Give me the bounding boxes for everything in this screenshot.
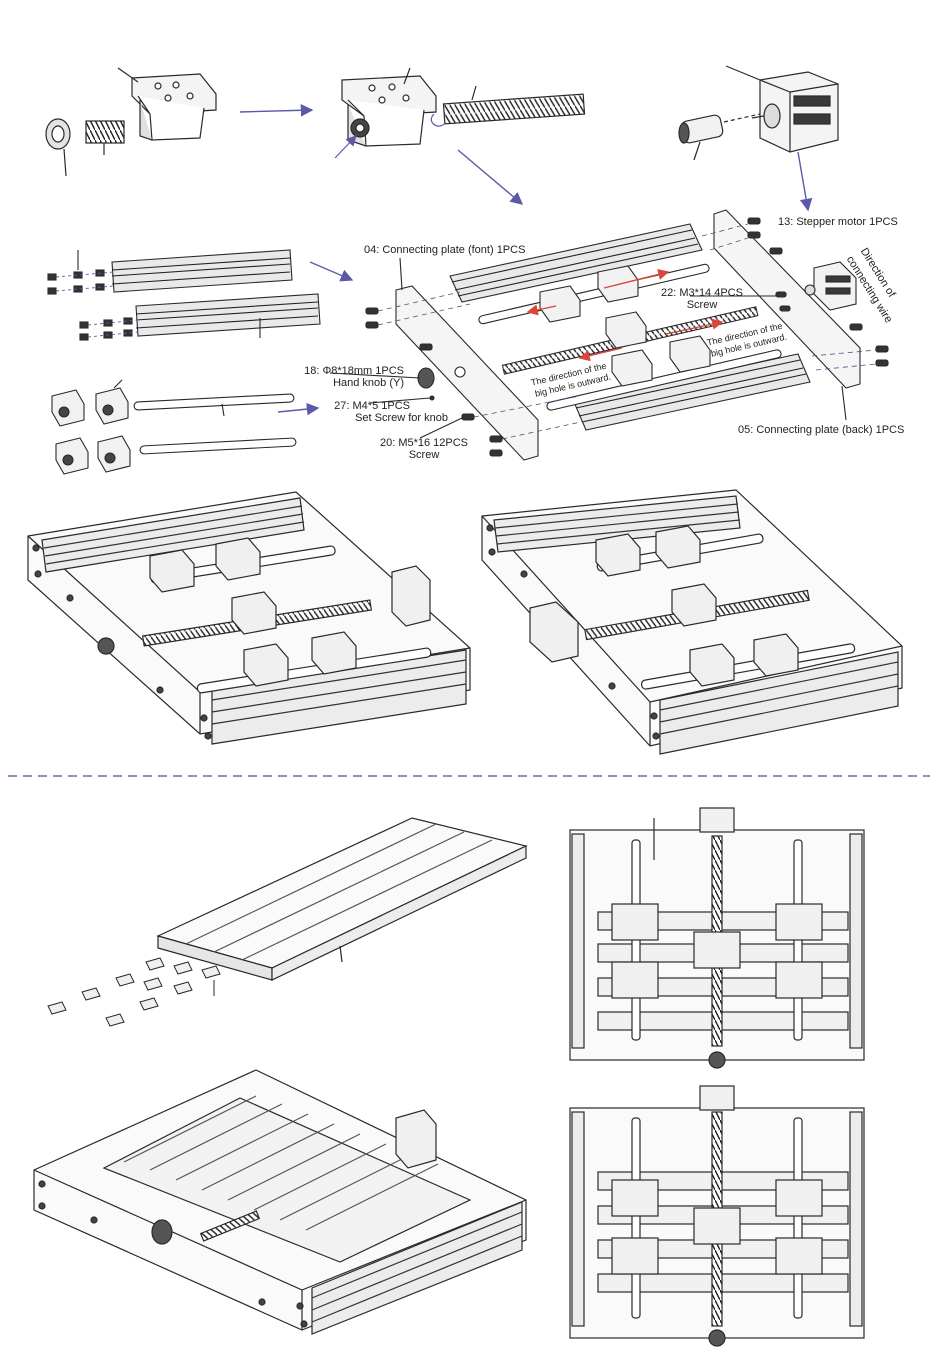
label-stepper-motor: 13: Stepper motor 1PCS [778, 216, 898, 228]
stepper-motor-mounted [804, 261, 857, 311]
final-assembly [33, 1069, 527, 1335]
flow-arrow-5 [277, 402, 320, 416]
back-plate [713, 209, 861, 389]
label-hand-knob-1: 18: Φ8*18mm 1PCS [304, 365, 404, 377]
bearing-bracket-a [117, 67, 217, 141]
lock-nut [45, 118, 71, 177]
bearing-block-c [55, 437, 89, 475]
side-rails-parts [47, 249, 321, 341]
label-m5-screw-2: Screw [408, 449, 440, 461]
spring [85, 120, 125, 155]
label-back-plate: 05: Connecting plate (back) 1PCS [738, 424, 905, 436]
flow-arrow-4 [309, 261, 354, 282]
coupler [678, 114, 724, 161]
rear-rail [449, 223, 703, 303]
t-nuts [47, 957, 221, 1027]
top-view-2 [569, 1085, 865, 1347]
aluminium-rail-2 [135, 293, 321, 338]
tensioner-parts [45, 67, 217, 177]
set-screw [429, 395, 435, 401]
label-m3-screw-2: Screw [686, 299, 718, 311]
label-m5-screw-1: 20: M5*16 12PCS [379, 437, 469, 449]
stepper-motor [725, 65, 839, 153]
bearing-block-d [97, 435, 131, 473]
guide-rods-parts [51, 379, 297, 475]
flow-arrow-2 [457, 149, 524, 205]
label-hand-knob-2: Hand knob (Y) [333, 377, 404, 389]
rod-front [546, 349, 782, 411]
label-set-screw-2: Set Screw for knob [355, 412, 448, 424]
flow-arrow-3 [797, 151, 813, 212]
guide-rod-1 [133, 393, 295, 411]
label-front-plate: 04: Connecting plate (font) 1PCS [364, 244, 526, 256]
top-view-1 [569, 807, 865, 1069]
stepper-motor-parts [678, 65, 839, 161]
assembled-frame-left [27, 491, 471, 745]
work-table [156, 817, 528, 981]
linear-bearings [539, 265, 711, 387]
bearing-block-a [51, 389, 85, 427]
aluminium-rail-1 [77, 249, 293, 293]
screws-back [747, 217, 889, 367]
front-plate [395, 285, 539, 461]
guide-rod-2 [139, 437, 297, 455]
exploded-frame [329, 209, 889, 461]
bearing-block-b [95, 379, 129, 425]
assembled-frame-right [481, 489, 903, 755]
label-m3-screw-1: 22: M3*14 4PCS [661, 287, 743, 299]
tensioner-assembled [334, 67, 586, 159]
flow-arrow-1 [239, 104, 314, 117]
label-set-screw-1: 27: M4*5 1PCS [334, 400, 410, 412]
